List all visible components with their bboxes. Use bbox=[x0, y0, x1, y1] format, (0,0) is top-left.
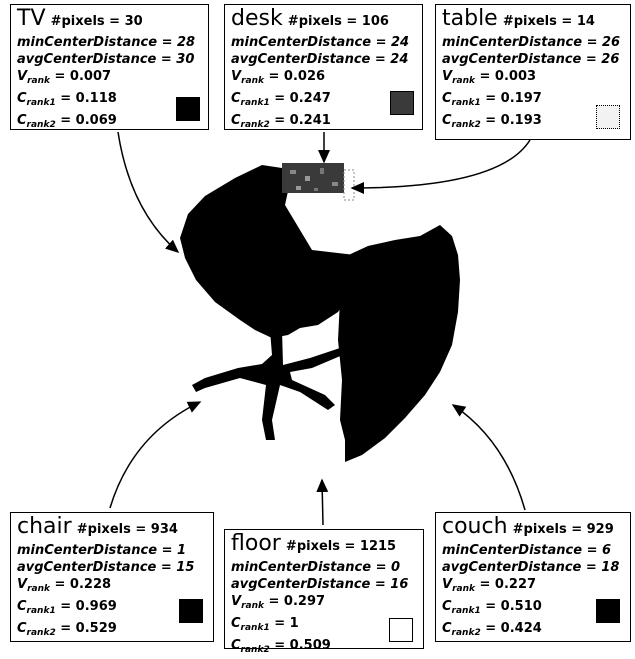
pixel-count: #pixels = 929 bbox=[512, 522, 614, 537]
color-swatch bbox=[179, 599, 203, 623]
min-center-distance: minCenterDistance = 28 bbox=[17, 35, 196, 50]
v-rank: Vrank = 0.227 bbox=[442, 577, 537, 594]
min-center-distance: minCenterDistance = 1 bbox=[17, 543, 187, 558]
chair-label-box: chair #pixels = 934 minCenterDistance = … bbox=[10, 512, 214, 642]
c-rank1: Crank1 = 0.197 bbox=[442, 91, 542, 108]
object-name: floor bbox=[231, 531, 281, 556]
v-rank: Vrank = 0.007 bbox=[17, 69, 112, 86]
c-rank2: Crank2 = 0.193 bbox=[442, 113, 542, 130]
c-rank1: Crank1 = 0.510 bbox=[442, 599, 542, 616]
chair-base-segment bbox=[192, 330, 345, 440]
avg-center-distance: avgCenterDistance = 26 bbox=[442, 52, 620, 67]
c-rank2: Crank2 = 0.069 bbox=[17, 113, 117, 130]
desk-label-box: desk #pixels = 106 minCenterDistance = 2… bbox=[224, 4, 423, 130]
v-rank: Vrank = 0.003 bbox=[442, 69, 537, 86]
c-rank2: Crank2 = 0.241 bbox=[231, 113, 331, 130]
color-swatch bbox=[596, 599, 620, 623]
table-label-box: table #pixels = 14 minCenterDistance = 2… bbox=[435, 4, 631, 140]
c-rank1: Crank1 = 0.118 bbox=[17, 91, 117, 108]
min-center-distance: minCenterDistance = 0 bbox=[231, 560, 401, 575]
object-name: couch bbox=[442, 514, 508, 539]
v-rank: Vrank = 0.026 bbox=[231, 69, 326, 86]
c-rank2: Crank2 = 0.424 bbox=[442, 621, 542, 638]
pixel-count: #pixels = 30 bbox=[50, 14, 143, 29]
tv-arrow bbox=[117, 131, 180, 253]
floor-arrow bbox=[316, 478, 329, 526]
v-rank: Vrank = 0.297 bbox=[231, 594, 326, 611]
c-rank2: Crank2 = 0.509 bbox=[231, 638, 331, 655]
table-segment bbox=[343, 169, 355, 201]
couch-segment bbox=[338, 225, 460, 462]
color-swatch bbox=[389, 618, 413, 642]
c-rank1: Crank1 = 0.969 bbox=[17, 599, 117, 616]
avg-center-distance: avgCenterDistance = 18 bbox=[442, 560, 620, 575]
chair-segment bbox=[180, 165, 360, 338]
desk-segment bbox=[282, 163, 344, 193]
object-name: table bbox=[442, 6, 498, 31]
object-name: chair bbox=[17, 514, 72, 539]
min-center-distance: minCenterDistance = 26 bbox=[442, 35, 621, 50]
avg-center-distance: avgCenterDistance = 30 bbox=[17, 52, 195, 67]
pixel-count: #pixels = 106 bbox=[287, 14, 389, 29]
pixel-count: #pixels = 934 bbox=[76, 522, 178, 537]
floor-label-box: floor #pixels = 1215 minCenterDistance =… bbox=[224, 529, 424, 655]
avg-center-distance: avgCenterDistance = 24 bbox=[231, 52, 409, 67]
c-rank2: Crank2 = 0.529 bbox=[17, 621, 117, 638]
color-swatch bbox=[390, 91, 414, 115]
tv-label-box: TV #pixels = 30 minCenterDistance = 28 a… bbox=[10, 4, 209, 130]
chair-arrow bbox=[109, 401, 202, 509]
avg-center-distance: avgCenterDistance = 15 bbox=[17, 560, 195, 575]
object-name: TV bbox=[17, 6, 46, 31]
avg-center-distance: avgCenterDistance = 16 bbox=[231, 577, 409, 592]
min-center-distance: minCenterDistance = 6 bbox=[442, 543, 612, 558]
color-swatch bbox=[176, 97, 200, 121]
object-name: desk bbox=[231, 6, 283, 31]
pixel-count: #pixels = 1215 bbox=[285, 539, 397, 554]
pixel-count: #pixels = 14 bbox=[502, 14, 595, 29]
color-swatch bbox=[596, 105, 620, 129]
c-rank1: Crank1 = 0.247 bbox=[231, 91, 331, 108]
couch-arrow bbox=[451, 404, 526, 511]
v-rank: Vrank = 0.228 bbox=[17, 577, 112, 594]
couch-label-box: couch #pixels = 929 minCenterDistance = … bbox=[435, 512, 631, 642]
table-arrow bbox=[350, 139, 531, 194]
min-center-distance: minCenterDistance = 24 bbox=[231, 35, 410, 50]
c-rank1: Crank1 = 1 bbox=[231, 616, 299, 633]
